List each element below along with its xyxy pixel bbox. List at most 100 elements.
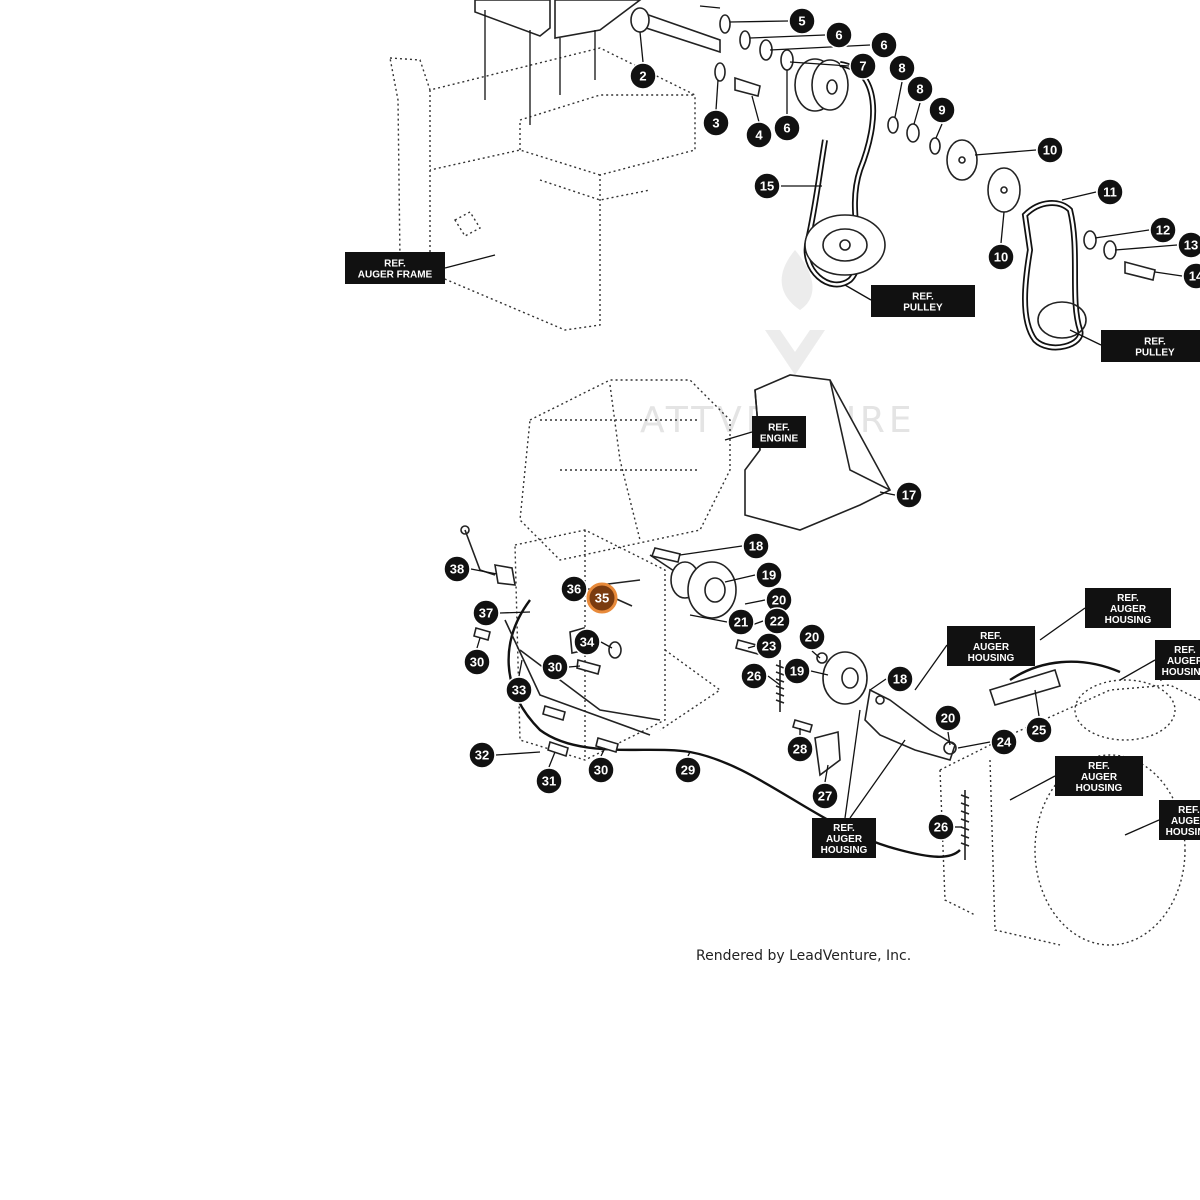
callout-number: 28 bbox=[793, 742, 807, 757]
callout-highlighted[interactable]: 35 bbox=[586, 582, 618, 614]
callout[interactable]: 26 bbox=[740, 662, 768, 690]
callout[interactable]: 3 bbox=[702, 109, 730, 137]
callout[interactable]: 6 bbox=[773, 114, 801, 142]
callout-number: 14 bbox=[1189, 269, 1200, 284]
callout-circle bbox=[849, 52, 877, 80]
auger-housing bbox=[939, 679, 1200, 946]
callout[interactable]: 38 bbox=[443, 555, 471, 583]
ref-label-box bbox=[1159, 800, 1200, 840]
callout-number: 36 bbox=[567, 582, 581, 597]
callout[interactable]: 5 bbox=[788, 7, 816, 35]
callout-number: 20 bbox=[772, 593, 786, 608]
callout-circle bbox=[674, 756, 702, 784]
callout[interactable]: 6 bbox=[870, 31, 898, 59]
ref-label-text: HOUSING bbox=[1076, 783, 1123, 794]
callout[interactable]: 30 bbox=[463, 648, 491, 676]
ref-label-box bbox=[871, 285, 975, 317]
callout[interactable]: 19 bbox=[755, 561, 783, 589]
callout[interactable]: 6 bbox=[825, 21, 853, 49]
callout[interactable]: 8 bbox=[906, 75, 934, 103]
callout[interactable]: 4 bbox=[745, 121, 773, 149]
callout-circle bbox=[535, 767, 563, 795]
ref-label-text: REF. bbox=[912, 292, 934, 303]
callout-circle bbox=[990, 728, 1018, 756]
bolt-18 bbox=[650, 547, 681, 563]
callout-number: 9 bbox=[938, 103, 945, 118]
callout-number: 10 bbox=[1043, 143, 1057, 158]
callout-number: 29 bbox=[681, 763, 695, 778]
ref-label-text: AUGER bbox=[1171, 816, 1200, 827]
callout[interactable]: 30 bbox=[587, 756, 615, 784]
callout-circle bbox=[1036, 136, 1064, 164]
callout[interactable]: 24 bbox=[990, 728, 1018, 756]
callout[interactable]: 20 bbox=[934, 704, 962, 732]
callout[interactable]: 21 bbox=[727, 608, 755, 636]
callout-number: 30 bbox=[548, 660, 562, 675]
callout[interactable]: 34 bbox=[573, 628, 601, 656]
callout-circle bbox=[934, 704, 962, 732]
callout[interactable]: 2 bbox=[629, 62, 657, 90]
callout-circle bbox=[928, 96, 956, 124]
callout[interactable]: 25 bbox=[1025, 716, 1053, 744]
callout[interactable]: 14 bbox=[1182, 262, 1200, 290]
callout[interactable]: 26 bbox=[927, 813, 955, 841]
callout[interactable]: 15 bbox=[753, 172, 781, 200]
callout[interactable]: 32 bbox=[468, 741, 496, 769]
callout[interactable]: 36 bbox=[560, 575, 588, 603]
callout-circle bbox=[927, 813, 955, 841]
callout[interactable]: 18 bbox=[886, 665, 914, 693]
callout[interactable]: 20 bbox=[798, 623, 826, 651]
callout-number: 30 bbox=[470, 655, 484, 670]
callout[interactable]: 29 bbox=[674, 756, 702, 784]
callout-number: 32 bbox=[475, 748, 489, 763]
ref-label-text: REF. bbox=[1178, 805, 1200, 816]
callout[interactable]: 9 bbox=[928, 96, 956, 124]
ref-label-text: HOUSING bbox=[821, 845, 868, 856]
ref-label-text: AUGER FRAME bbox=[358, 270, 433, 281]
ref-label-box bbox=[812, 818, 876, 858]
callout[interactable]: 28 bbox=[786, 735, 814, 763]
callout-number: 4 bbox=[755, 128, 763, 143]
callout[interactable]: 7 bbox=[849, 52, 877, 80]
callout[interactable]: 31 bbox=[535, 767, 563, 795]
callout[interactable]: 33 bbox=[505, 676, 533, 704]
callout-circle bbox=[1182, 262, 1200, 290]
ref-label-text: AUGER bbox=[1081, 772, 1118, 783]
callout[interactable]: 17 bbox=[895, 481, 923, 509]
callout-circle bbox=[763, 607, 791, 635]
callout-number: 11 bbox=[1103, 185, 1117, 200]
callout[interactable]: 19 bbox=[783, 657, 811, 685]
ref-label-text: ENGINE bbox=[760, 434, 799, 445]
callout-number: 20 bbox=[805, 630, 819, 645]
callout-circle bbox=[573, 628, 601, 656]
callout[interactable]: 13 bbox=[1177, 231, 1200, 259]
callout[interactable]: 18 bbox=[742, 532, 770, 560]
callout[interactable]: 8 bbox=[888, 54, 916, 82]
callout[interactable]: 10 bbox=[1036, 136, 1064, 164]
callout[interactable]: 27 bbox=[811, 782, 839, 810]
callout[interactable]: 10 bbox=[987, 243, 1015, 271]
callout[interactable]: 11 bbox=[1096, 178, 1124, 206]
callout[interactable]: 37 bbox=[472, 599, 500, 627]
callout[interactable]: 22 bbox=[763, 607, 791, 635]
callout-circle bbox=[888, 54, 916, 82]
callout-number: 13 bbox=[1184, 238, 1198, 253]
callout[interactable]: 12 bbox=[1149, 216, 1177, 244]
callout[interactable]: 23 bbox=[755, 632, 783, 660]
callout[interactable]: 30 bbox=[541, 653, 569, 681]
callout-circle bbox=[755, 561, 783, 589]
ref-label-text: AUGER bbox=[973, 642, 1010, 653]
callout-number: 24 bbox=[997, 735, 1012, 750]
ref-label-box bbox=[1085, 588, 1171, 628]
bracket-25 bbox=[988, 669, 1062, 706]
top-block bbox=[474, 0, 642, 125]
callout-number: 8 bbox=[916, 82, 923, 97]
engine bbox=[519, 379, 731, 561]
render-credit: Rendered by LeadVenture, Inc. bbox=[696, 948, 912, 964]
callout-number: 25 bbox=[1032, 723, 1046, 738]
callout-number: 8 bbox=[898, 61, 905, 76]
lever-38 bbox=[460, 525, 516, 586]
callout-number: 7 bbox=[859, 59, 866, 74]
